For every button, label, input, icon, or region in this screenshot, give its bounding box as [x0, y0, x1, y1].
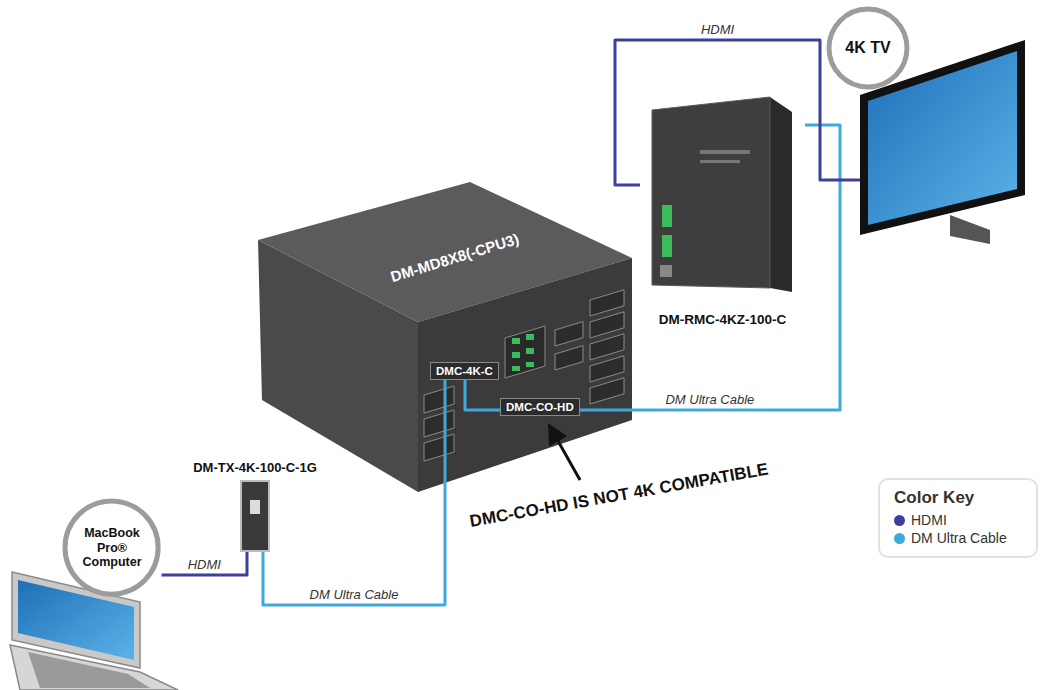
switcher-chassis: DM-MD8X8(-CPU3) DMC-4K-C DMC-CO-HD — [380, 215, 635, 500]
cable-connector — [580, 125, 840, 410]
input-card: DMC-4K-C — [430, 362, 499, 380]
legend-title: Color Key — [894, 488, 1024, 508]
warning-callout: DMC-CO-HD IS NOT 4K COMPATIBLE — [468, 460, 769, 532]
laptop-keyboard — [28, 652, 150, 688]
receiver-front — [652, 97, 770, 288]
badge-circle — [829, 9, 907, 87]
device-name: DM-RMC-4KZ-100-C — [657, 312, 789, 327]
green-port — [526, 362, 534, 367]
chassis-front — [418, 258, 632, 492]
wall-plate-transmitter: DM-TX-4K-100-C-1G — [193, 460, 317, 552]
card-slot — [590, 334, 624, 360]
card-name: DMC-4K-C — [436, 365, 493, 377]
callout-arrow — [549, 425, 580, 480]
receiver-marking — [700, 150, 750, 154]
computer-badge: MacBook Pro® Computer — [62, 498, 161, 597]
green-port — [512, 352, 520, 358]
receiver-drawing — [652, 97, 792, 292]
cable-label: HDMI — [185, 557, 224, 572]
tv-badge: 4K TV — [826, 6, 910, 90]
cable-connector — [615, 40, 860, 185]
green-port — [526, 348, 534, 354]
chassis-name: DM-MD8X8(-CPU3) — [388, 230, 520, 285]
green-port — [512, 338, 520, 344]
device-name: DM-TX-4K-100-C-1G — [193, 460, 317, 475]
legend-swatch — [894, 533, 905, 544]
cable-label: DM Ultra Cable — [307, 587, 402, 602]
legend-text: DM Ultra Cable — [911, 530, 1007, 546]
output-card: DMC-CO-HD — [500, 398, 580, 416]
legend-text: HDMI — [911, 512, 947, 528]
card-name: DMC-CO-HD — [506, 401, 574, 413]
legend-row: HDMI — [894, 512, 1024, 528]
rj45-port — [660, 265, 672, 277]
badge-circle — [65, 501, 158, 594]
card-slot — [590, 378, 624, 404]
cable-connector — [263, 380, 445, 605]
receiver-box: DM-RMC-4KZ-100-C — [640, 95, 805, 327]
green-port — [526, 334, 534, 340]
legend-row: DM Ultra Cable — [894, 530, 1024, 546]
card-slot — [424, 434, 454, 461]
wall-plate — [240, 480, 270, 552]
tv-display: 4K TV — [860, 5, 1035, 250]
cable-label: HDMI — [698, 22, 737, 37]
card-slot — [590, 290, 624, 316]
tv-stand — [950, 215, 990, 244]
terminal-block — [662, 205, 672, 227]
cable-connector — [465, 380, 500, 410]
card-slot — [555, 322, 583, 346]
card-slot — [424, 410, 454, 437]
card-slot — [424, 386, 454, 413]
cable-label: DM Ultra Cable — [662, 392, 757, 407]
plate-port — [250, 500, 260, 514]
laptop-base — [10, 645, 178, 690]
cable-connector — [162, 552, 247, 575]
card-slot — [555, 346, 583, 370]
receiver-marking — [700, 160, 740, 163]
terminal-block — [662, 235, 672, 257]
badge-text: 4K TV — [845, 39, 890, 57]
badge-text: MacBook Pro® Computer — [73, 526, 151, 569]
receiver-side — [770, 97, 792, 292]
legend-swatch — [894, 515, 905, 526]
card-slot — [590, 312, 624, 338]
card-slot — [590, 356, 624, 382]
legend-box: Color KeyHDMI DM Ultra Cable — [878, 478, 1038, 558]
card-panel — [505, 326, 545, 378]
green-port — [512, 366, 520, 371]
